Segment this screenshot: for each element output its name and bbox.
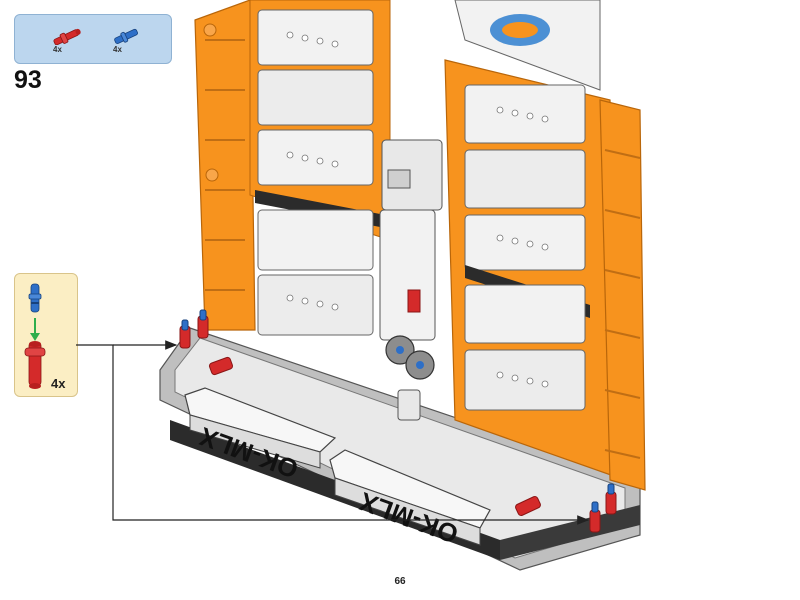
page-number: 66 [394, 576, 406, 587]
placed-pins [179, 309, 617, 533]
right-panel-stack [444, 59, 646, 491]
assembly-arrow-icon [30, 318, 40, 341]
blue-pin-quantity: 4x [113, 45, 122, 54]
left-panel-stack [249, 0, 391, 336]
left-placard: OK-MLX [184, 387, 337, 485]
parts-list-box: 4x 4x [14, 14, 172, 64]
subassembly-quantity: 4x [51, 376, 66, 391]
callout-arrows [76, 340, 590, 525]
subassembly-box: 4x [14, 273, 78, 397]
red-pin-icon [53, 28, 81, 45]
blue-pin-icon [28, 283, 42, 313]
step-number: 93 [14, 66, 42, 94]
blue-pin-icon [114, 28, 138, 44]
right-placard: OK-MLX [329, 449, 491, 550]
red-pin-quantity: 4x [53, 45, 62, 54]
top-sticker-panel [454, 0, 601, 91]
left-orange-wall [194, 0, 256, 331]
red-connector-icon [24, 341, 46, 389]
center-column [379, 139, 443, 421]
